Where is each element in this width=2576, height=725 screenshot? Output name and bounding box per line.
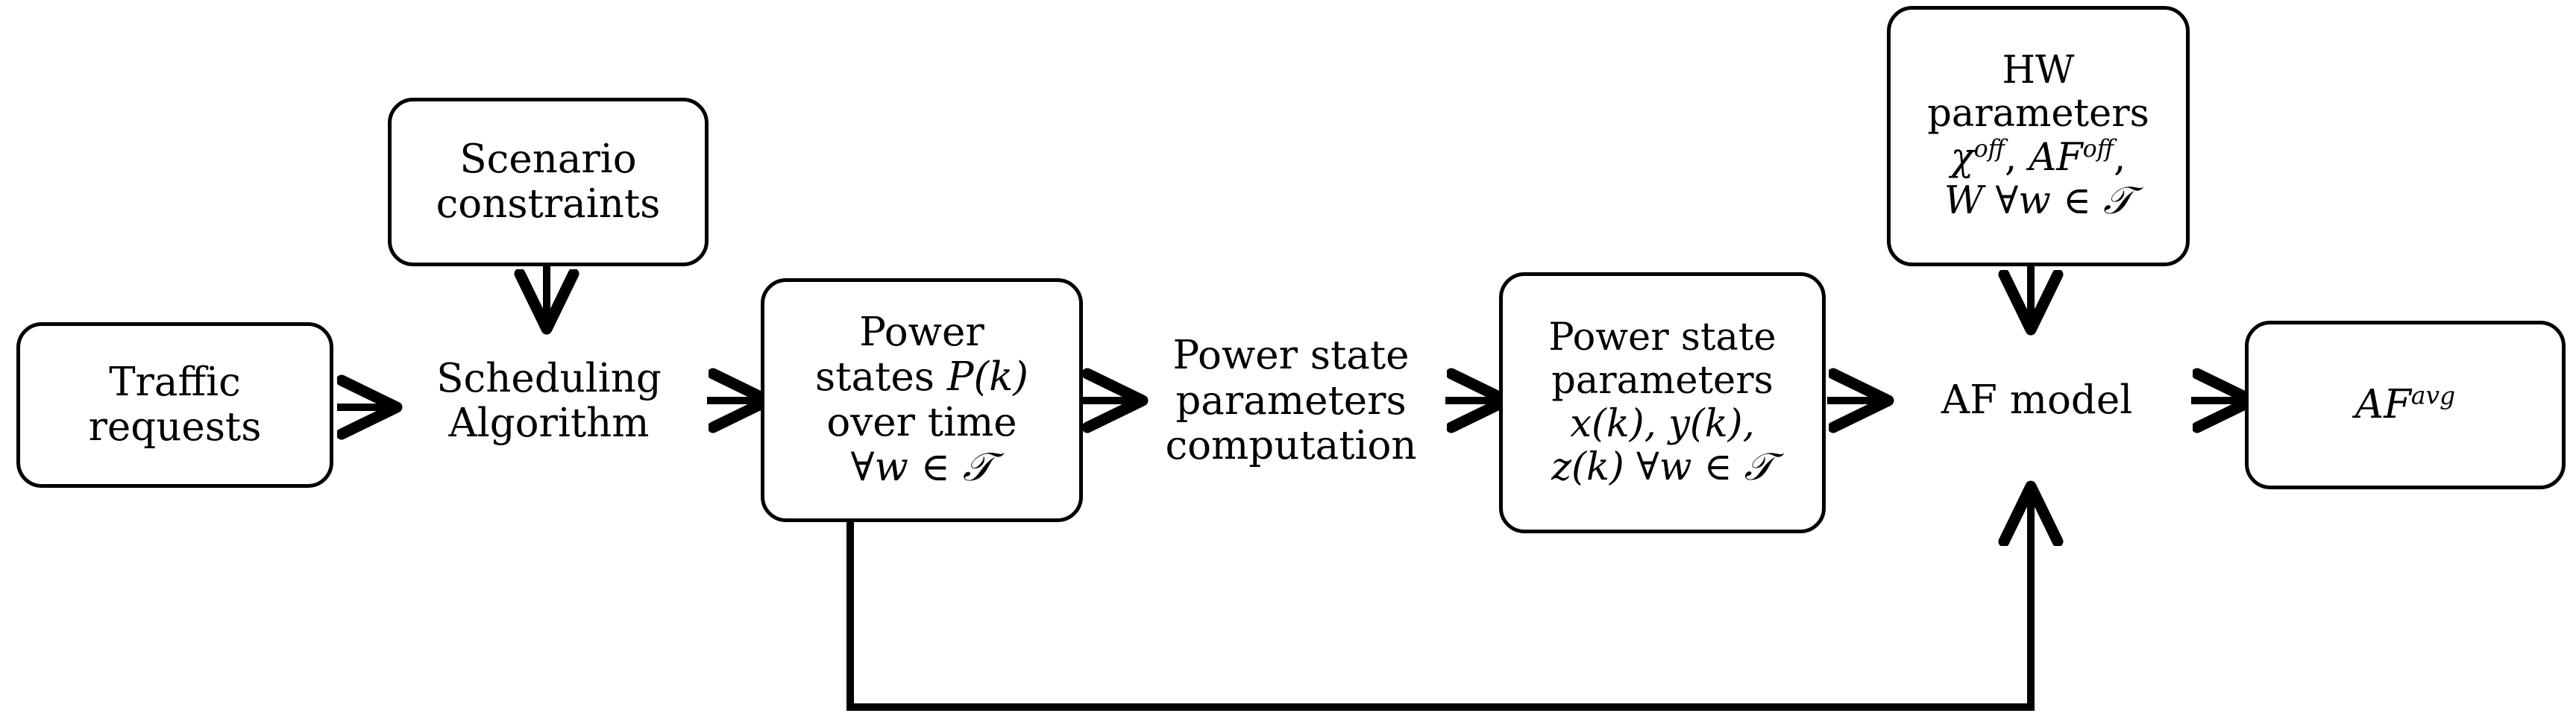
- power-states-line-4-set: 𝒯: [962, 444, 993, 490]
- scenario-constraints-line-2: constraints: [436, 181, 661, 227]
- power-state-parameters-line-4: z(k) ∀w ∈ 𝒯: [1503, 446, 1822, 489]
- power-states-line-2-math: P(k): [946, 354, 1028, 401]
- node-af-model[interactable]: AF model: [1882, 373, 2191, 428]
- node-power-state-computation[interactable]: Power state parameters computation: [1137, 297, 1445, 506]
- scheduling-algorithm-line-1: Scheduling: [436, 355, 662, 401]
- node-traffic-requests[interactable]: Traffic requests: [16, 322, 333, 488]
- node-power-state-parameters[interactable]: Power state parameters x(k), y(k), z(k) …: [1499, 272, 1826, 533]
- af-model-label: AF model: [1941, 377, 2133, 423]
- hw-parameters-sep: ,: [2005, 135, 2029, 180]
- power-state-computation-line-1: Power state: [1172, 333, 1410, 379]
- hw-parameters-comma: ,: [2114, 135, 2126, 180]
- hw-parameters-line-2: parameters: [1927, 92, 2149, 136]
- power-state-computation-line-2: parameters: [1175, 377, 1407, 424]
- power-state-parameters-line-3: x(k), y(k),: [1570, 402, 1755, 446]
- hw-parameters-chi: χ: [1950, 135, 1974, 180]
- af-avg-value: AFavg: [2249, 380, 2562, 427]
- forall-icon: ∀: [1624, 445, 1659, 490]
- hw-parameters-af-sup: off: [2082, 135, 2114, 163]
- power-states-line-2-prefix: states: [815, 354, 947, 401]
- scheduling-algorithm-line-2: Algorithm: [448, 401, 650, 446]
- power-state-parameters-line-4-set: 𝒯: [1744, 445, 1774, 490]
- scenario-constraints-line-1: Scenario: [459, 136, 637, 182]
- node-scenario-constraints[interactable]: Scenario constraints: [388, 98, 709, 266]
- element-of-icon: ∈: [908, 444, 963, 490]
- node-af-avg[interactable]: AFavg: [2245, 321, 2566, 489]
- hw-parameters-set: 𝒯: [2103, 178, 2133, 223]
- traffic-requests-line-1: Traffic: [109, 359, 241, 405]
- hw-parameters-line-1: HW: [2002, 48, 2075, 93]
- hw-parameters-af: AF: [2029, 135, 2083, 180]
- arrow-feedback-power-states-to-af-model: [846, 492, 2031, 711]
- power-state-parameters-line-4-w: w: [1659, 445, 1692, 490]
- forall-icon: ∀: [850, 444, 875, 490]
- power-state-parameters-line-4-math: z(k): [1551, 445, 1624, 490]
- power-state-computation-line-3: computation: [1165, 423, 1417, 469]
- hw-parameters-line-4: W ∀w ∈ 𝒯: [1891, 178, 2186, 223]
- traffic-requests-line-2: requests: [88, 404, 262, 450]
- power-states-line-3: over time: [826, 399, 1017, 445]
- node-hw-parameters[interactable]: HW parameters χoff, AFoff, W ∀w ∈ 𝒯: [1887, 6, 2190, 266]
- hw-parameters-w: W: [1944, 178, 1984, 223]
- power-states-line-4: ∀w ∈ 𝒯: [764, 445, 1079, 490]
- power-state-parameters-line-1: Power state: [1548, 315, 1777, 360]
- hw-parameters-chi-sup: off: [1973, 135, 2005, 163]
- element-of-icon: ∈: [1691, 445, 1744, 490]
- af-avg-superscript: avg: [2410, 380, 2456, 410]
- power-state-parameters-line-2: parameters: [1551, 358, 1774, 403]
- power-states-line-4-w: w: [874, 444, 908, 490]
- element-of-icon: ∈: [2050, 178, 2104, 223]
- power-states-line-1: Power: [859, 309, 984, 355]
- hw-parameters-line-3: χoff, AFoff,: [1891, 136, 2186, 180]
- node-scheduling-algorithm[interactable]: Scheduling Algorithm: [391, 328, 707, 474]
- node-power-states[interactable]: Power states P(k) over time ∀w ∈ 𝒯: [761, 278, 1083, 522]
- af-avg-base: AF: [2354, 381, 2411, 427]
- power-states-line-2: states P(k): [764, 354, 1079, 401]
- forall-icon: ∀: [1983, 178, 2019, 223]
- hw-parameters-wvar: w: [2018, 178, 2051, 223]
